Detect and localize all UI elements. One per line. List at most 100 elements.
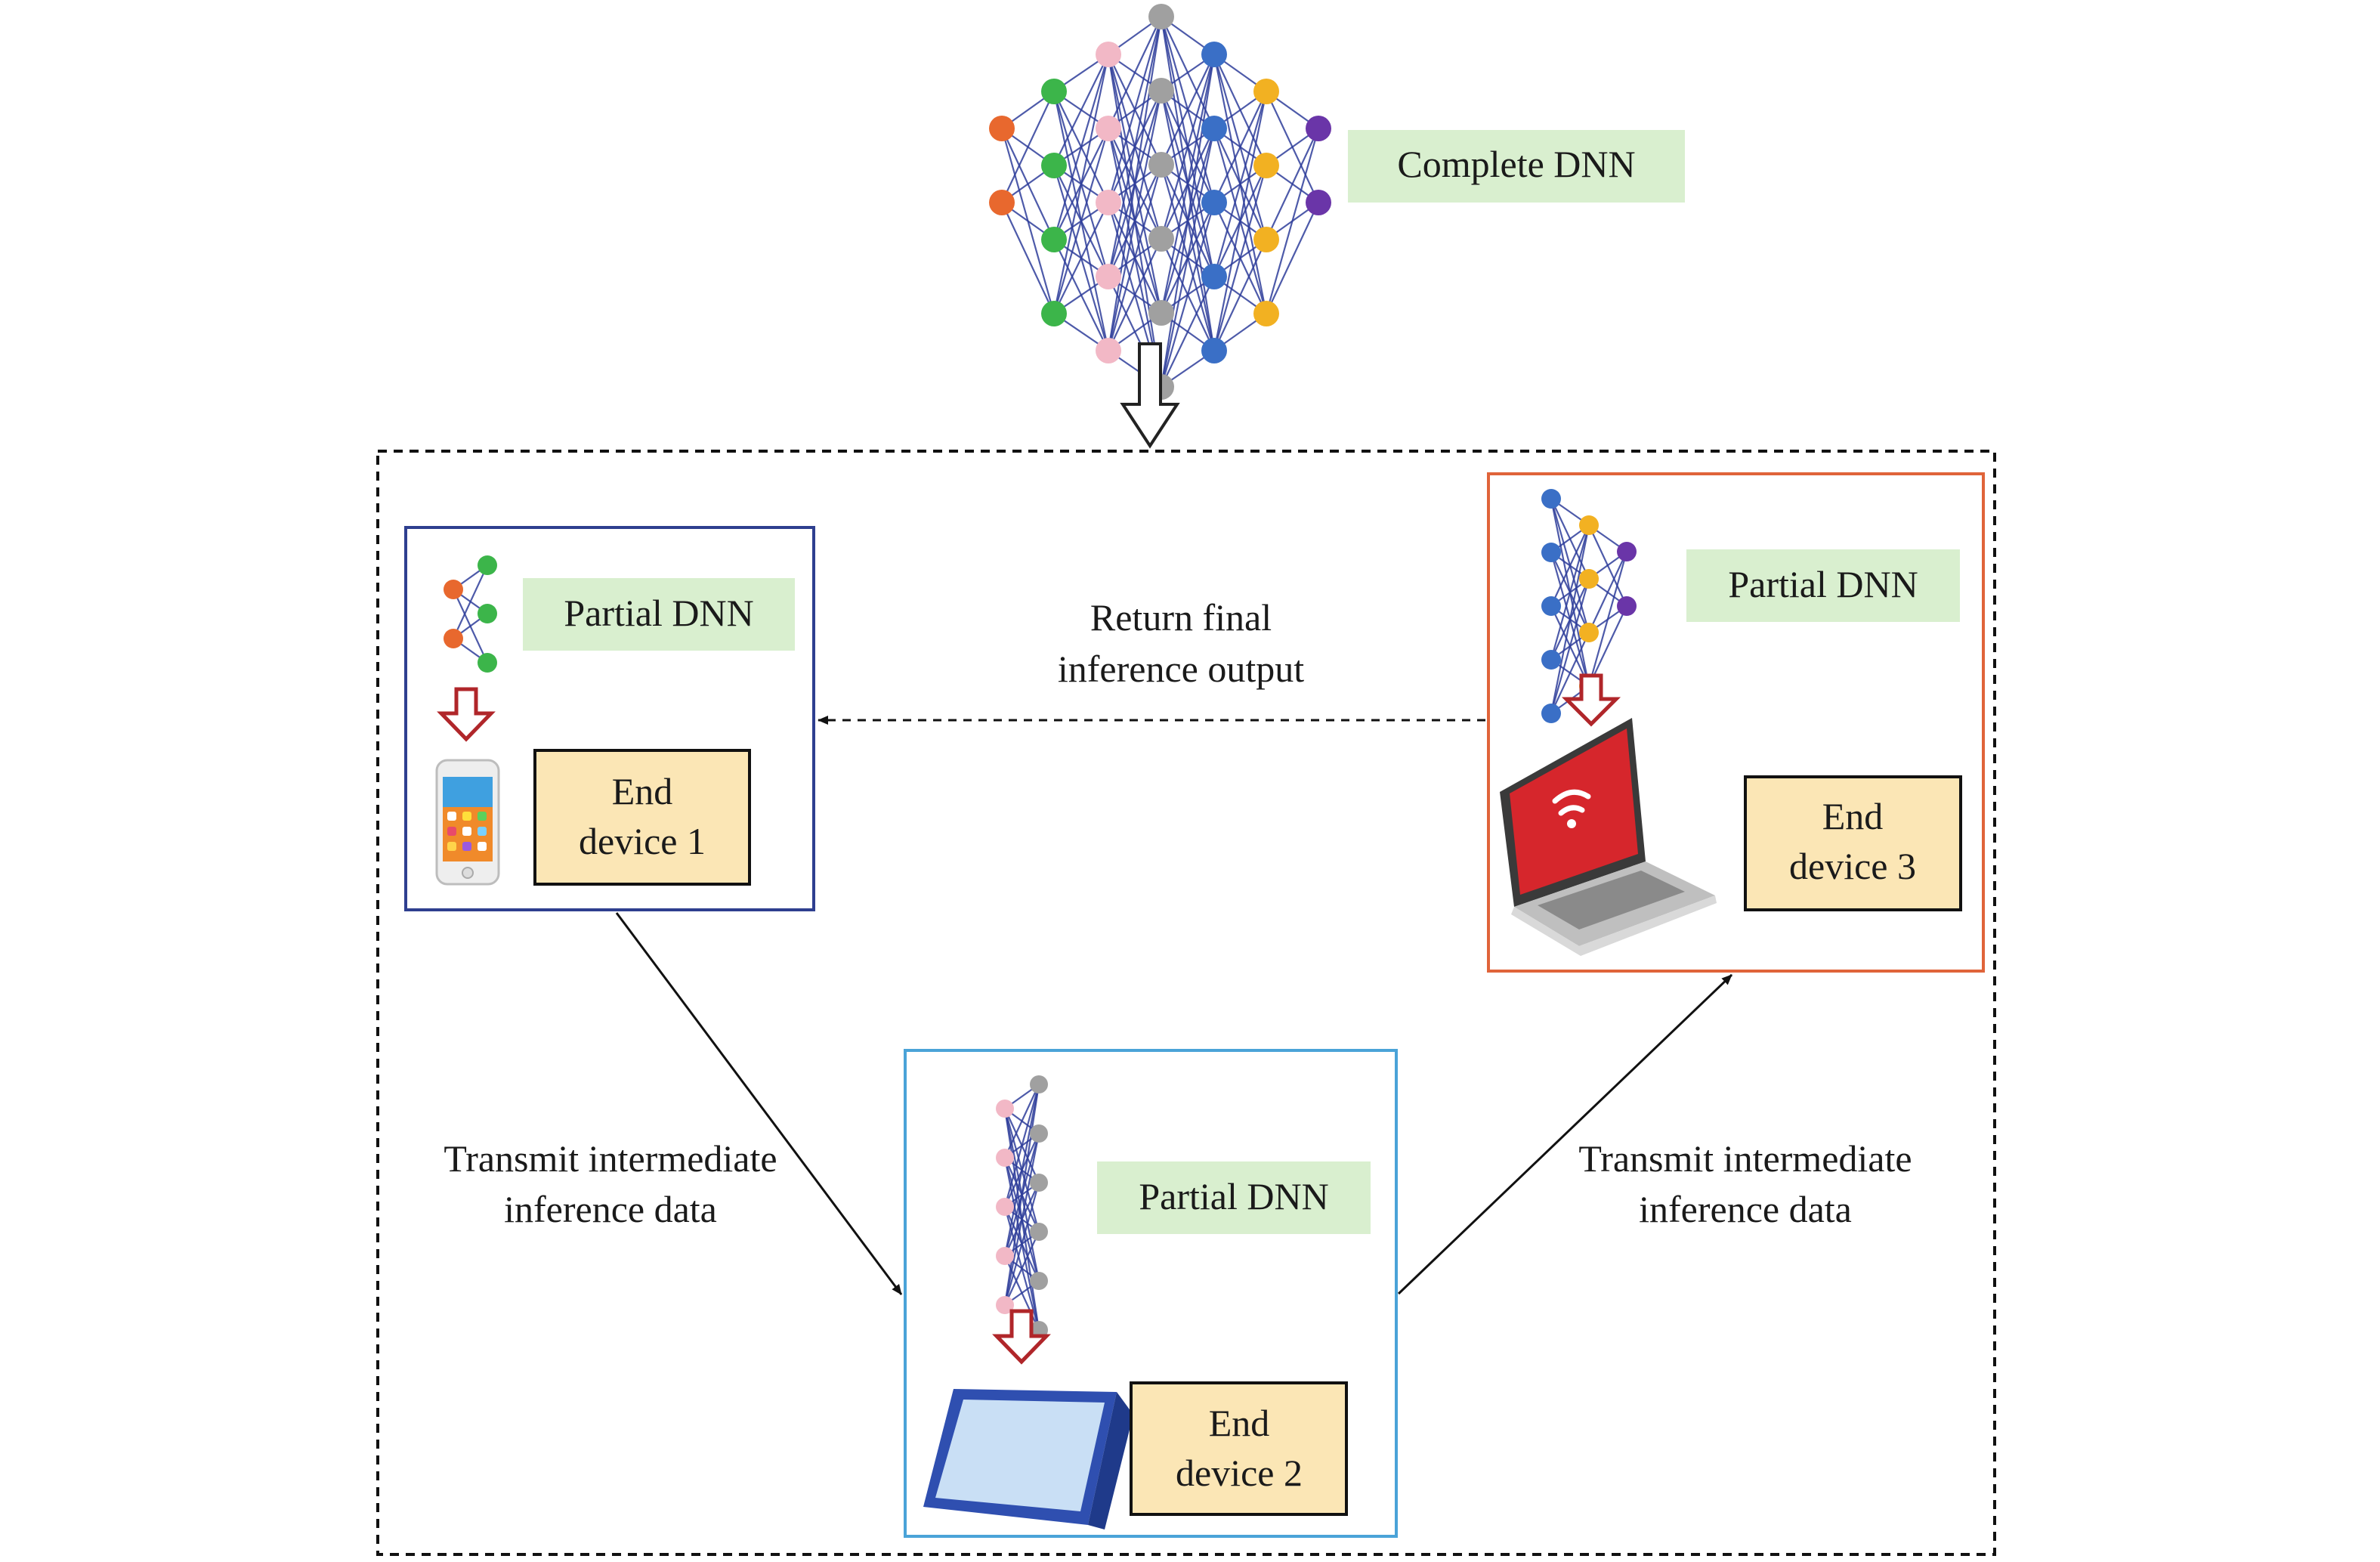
network-node — [1096, 264, 1121, 289]
end-device2-box — [1130, 1381, 1348, 1516]
network-edge — [1053, 54, 1109, 166]
network-node — [1096, 116, 1121, 141]
network-node — [1541, 596, 1561, 616]
device3-partial-network — [1541, 489, 1637, 723]
network-node — [1030, 1174, 1048, 1192]
network-node — [1253, 227, 1279, 252]
transmit-label-2-line2: inference data — [1639, 1188, 1852, 1230]
network-edge — [1213, 165, 1268, 351]
device3-partial-label-box — [1686, 549, 1960, 622]
end-device1-line2: device 1 — [579, 820, 706, 862]
laptop-icon — [1500, 718, 1717, 956]
network-node — [1041, 153, 1067, 178]
transmit-arrow-2-to-3 — [1397, 973, 1733, 1295]
device2-down-arrow-icon — [992, 1309, 1051, 1365]
network-edge — [1107, 16, 1163, 351]
network-node — [1030, 1075, 1048, 1093]
network-node — [989, 190, 1015, 215]
network-edge — [1160, 202, 1216, 388]
device2-partial-label: Partial DNN — [1139, 1175, 1328, 1217]
tablet-icon — [923, 1389, 1133, 1530]
network-node — [1201, 116, 1227, 141]
network-edge — [1107, 164, 1163, 351]
network-edge — [1001, 202, 1055, 314]
network-edge — [1588, 605, 1627, 687]
network-node — [1096, 338, 1121, 363]
device1-partial-label: Partial DNN — [564, 592, 753, 634]
network-node — [1541, 489, 1561, 509]
network-edge — [1108, 238, 1162, 351]
network-node — [996, 1149, 1014, 1167]
device2-partial-label-box — [1097, 1161, 1371, 1234]
network-edge — [1160, 54, 1216, 314]
network-edge — [1160, 54, 1216, 240]
network-edge — [1266, 202, 1319, 314]
return-label-line2: inference output — [1058, 648, 1304, 690]
network-node — [989, 116, 1015, 141]
network-node — [1096, 42, 1121, 67]
network-edge — [1003, 1133, 1040, 1306]
network-edge — [453, 564, 488, 639]
network-node — [1041, 79, 1067, 104]
network-node — [478, 555, 497, 575]
complete-dnn-label: Complete DNN — [1397, 143, 1635, 185]
network-edge — [1160, 54, 1216, 388]
network-edge — [1266, 128, 1319, 240]
network-node — [996, 1247, 1014, 1265]
network-edge — [1003, 1084, 1040, 1257]
network-node — [1617, 542, 1637, 561]
transmit-label-1-line1: Transmit intermediate — [444, 1137, 777, 1180]
end-device3-line2: device 3 — [1789, 845, 1916, 887]
network-edge — [1213, 91, 1268, 351]
network-edge — [1001, 91, 1055, 203]
complete-dnn-network — [989, 4, 1331, 400]
network-edge — [1052, 54, 1110, 240]
network-edge — [1004, 1084, 1040, 1158]
network-node — [1041, 227, 1067, 252]
edge-cluster-boundary — [376, 450, 1996, 1556]
network-edge — [1550, 632, 1590, 714]
network-node — [1253, 153, 1279, 178]
network-edge — [1052, 54, 1110, 314]
split-down-arrow — [1120, 342, 1180, 449]
smartphone-icon — [435, 759, 500, 886]
network-node — [1148, 78, 1174, 104]
network-edge — [1004, 1231, 1040, 1306]
network-edge — [1587, 551, 1628, 687]
network-edge — [1213, 239, 1267, 351]
network-edge — [1550, 524, 1590, 660]
network-edge — [1003, 1084, 1040, 1306]
device1-partial-label-box — [523, 578, 795, 651]
network-node — [1617, 596, 1637, 616]
network-edge — [1550, 578, 1590, 714]
device3-partial-label: Partial DNN — [1728, 563, 1918, 605]
end-device1-line1: End — [612, 770, 673, 812]
end-device3-box — [1744, 775, 1962, 911]
network-edge — [1213, 91, 1267, 203]
network-node — [1030, 1223, 1048, 1241]
network-edge — [1160, 128, 1216, 388]
network-node — [996, 1100, 1014, 1118]
network-edge — [1161, 276, 1215, 388]
network-edge — [1107, 90, 1163, 351]
network-edge — [1003, 1182, 1040, 1306]
device3-down-arrow-icon — [1561, 673, 1621, 727]
network-node — [1096, 190, 1121, 215]
end-device1-box — [533, 749, 751, 886]
network-edge — [1550, 524, 1590, 714]
network-node — [444, 629, 463, 648]
network-edge — [1107, 16, 1163, 277]
network-node — [1201, 190, 1227, 215]
transmit-arrow-1-to-2 — [615, 912, 903, 1295]
network-edge — [1053, 202, 1109, 314]
network-node — [1579, 515, 1599, 535]
complete-dnn-label-box — [1348, 130, 1685, 203]
network-node — [1201, 338, 1227, 363]
network-node — [1541, 543, 1561, 562]
network-node — [996, 1198, 1014, 1216]
end-device2-line2: device 2 — [1176, 1452, 1303, 1494]
transmit-label-2-line1: Transmit intermediate — [1578, 1137, 1912, 1180]
network-node — [1306, 190, 1331, 215]
network-edge — [1161, 54, 1215, 165]
network-node — [1541, 704, 1561, 723]
